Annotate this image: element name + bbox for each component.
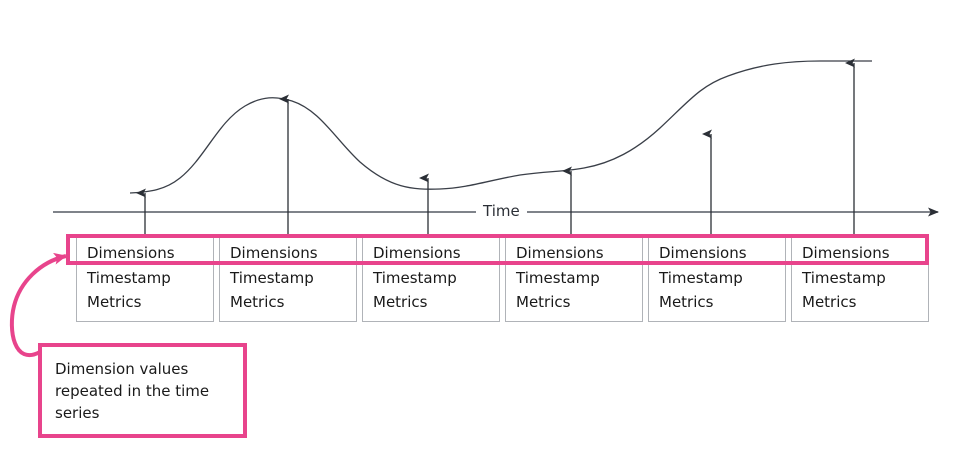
record-metrics-label: Metrics — [802, 293, 857, 311]
record-timestamp-label: Timestamp — [87, 269, 171, 287]
record-timestamp-label: Timestamp — [373, 269, 457, 287]
callout-text: Dimension values repeated in the time se… — [55, 360, 210, 422]
callout-box: Dimension values repeated in the time se… — [38, 343, 247, 438]
record-dimensions-label: Dimensions — [373, 244, 461, 262]
record-metrics-label: Metrics — [87, 293, 142, 311]
record-dimensions-label: Dimensions — [230, 244, 318, 262]
record-timestamp-label: Timestamp — [230, 269, 314, 287]
record-box[interactable]: Dimensions Timestamp Metrics — [362, 236, 500, 322]
record-dimensions-label: Dimensions — [802, 244, 890, 262]
record-box[interactable]: Dimensions Timestamp Metrics — [791, 236, 929, 322]
record-box[interactable]: Dimensions Timestamp Metrics — [648, 236, 786, 322]
callout-connector-arrow — [9, 252, 67, 357]
record-dimensions-label: Dimensions — [87, 244, 175, 262]
record-box[interactable]: Dimensions Timestamp Metrics — [76, 236, 214, 322]
record-dimensions-label: Dimensions — [516, 244, 604, 262]
record-dimensions-label: Dimensions — [659, 244, 747, 262]
record-timestamp-label: Timestamp — [516, 269, 600, 287]
metric-curve — [129, 60, 872, 194]
record-timestamp-label: Timestamp — [802, 269, 886, 287]
record-metrics-label: Metrics — [230, 293, 285, 311]
record-metrics-label: Metrics — [516, 293, 571, 311]
time-axis-label: Time — [476, 202, 527, 220]
record-metrics-label: Metrics — [659, 293, 714, 311]
record-metrics-label: Metrics — [373, 293, 428, 311]
record-box[interactable]: Dimensions Timestamp Metrics — [505, 236, 643, 322]
record-box[interactable]: Dimensions Timestamp Metrics — [219, 236, 357, 322]
record-timestamp-label: Timestamp — [659, 269, 743, 287]
